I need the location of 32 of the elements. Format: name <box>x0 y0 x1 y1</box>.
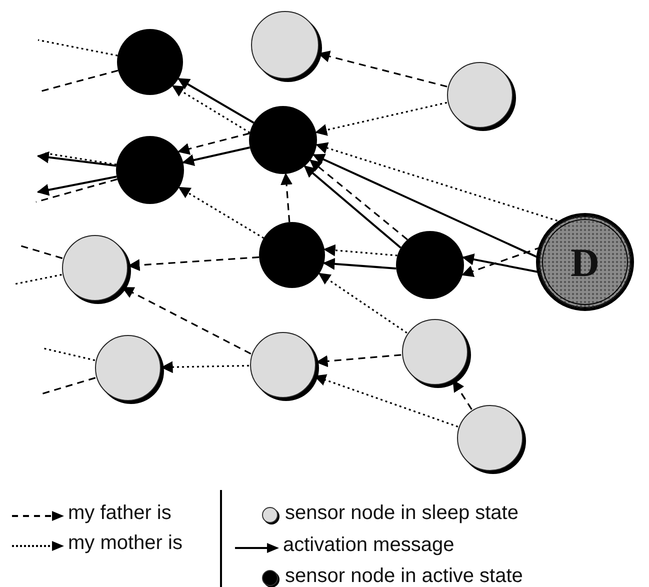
legend-label: my father is <box>68 502 172 525</box>
arrow <box>128 256 260 272</box>
legend-label: sensor node in active state <box>285 565 523 587</box>
arrow <box>182 146 250 166</box>
arrow <box>177 132 250 155</box>
arrow <box>323 244 398 256</box>
connector-line <box>42 347 96 362</box>
arrow <box>304 165 402 249</box>
connector-line <box>36 178 118 203</box>
legend-label: sensor node in sleep state <box>285 502 518 525</box>
arrow <box>172 85 250 134</box>
destination-node <box>539 216 631 308</box>
arrow <box>178 186 264 239</box>
arrow <box>309 159 408 240</box>
arrow <box>314 102 448 136</box>
arrow <box>36 176 117 196</box>
legend-label: my mother is <box>68 532 182 555</box>
active-sensor-node <box>249 106 317 174</box>
sleeping-sensor-node <box>402 319 468 385</box>
arrow <box>36 151 116 167</box>
arrow <box>316 354 402 368</box>
connector-line <box>44 152 117 166</box>
node-label: D <box>570 238 600 286</box>
arrow <box>322 258 396 270</box>
arrow <box>280 172 292 222</box>
arrow <box>177 78 254 124</box>
connector-line <box>38 39 118 56</box>
legend-label: activation message <box>283 534 454 557</box>
arrow <box>318 272 408 334</box>
connector-line <box>14 274 62 285</box>
arrow <box>452 380 472 410</box>
sleeping-sensor-node <box>457 405 523 471</box>
